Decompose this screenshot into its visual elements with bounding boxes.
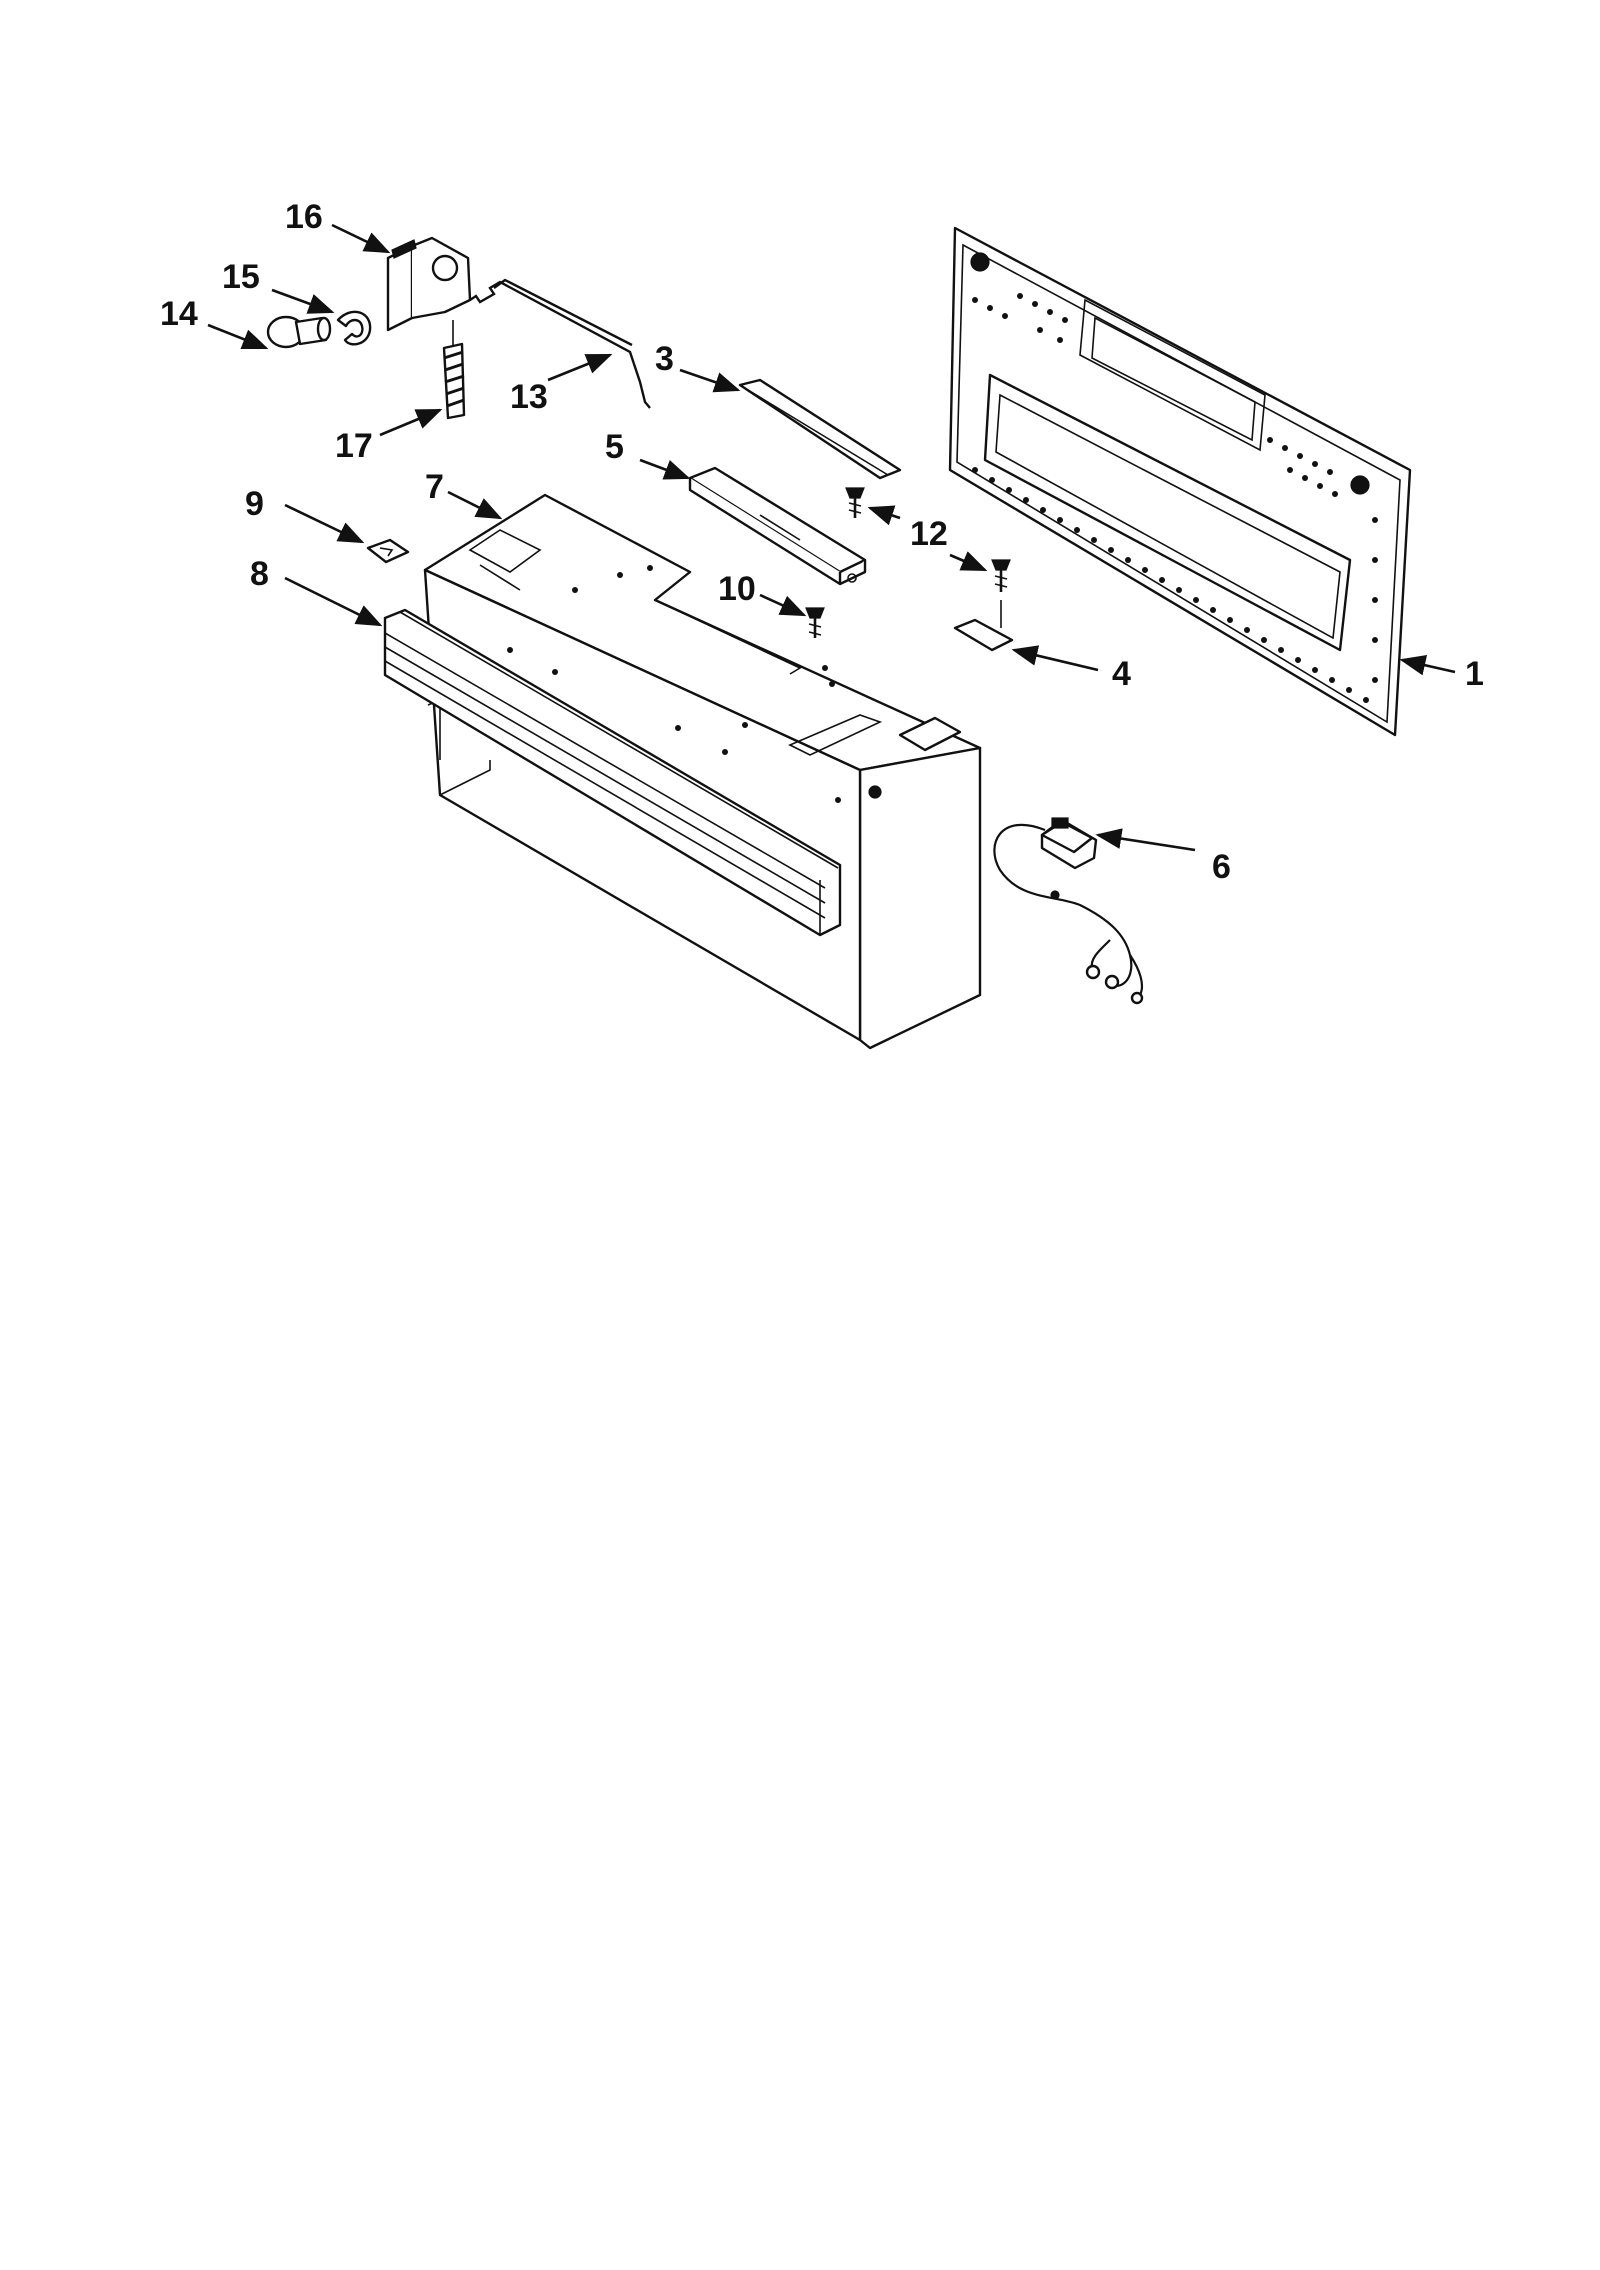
- callout-6: 6: [1212, 848, 1231, 886]
- leader-17: [379, 408, 443, 437]
- callout-5: 5: [605, 428, 624, 466]
- part-14-pin: [266, 315, 332, 349]
- leader-12b: [949, 551, 988, 572]
- part-5-channel-bracket: [688, 466, 867, 586]
- leader-arrows: [207, 223, 1456, 852]
- callout-1: 1: [1465, 655, 1484, 693]
- part-17-spring: [442, 320, 466, 420]
- leader-9: [284, 503, 365, 544]
- callout-8: 8: [250, 555, 269, 593]
- callout-3: 3: [655, 340, 674, 378]
- leader-8: [284, 576, 383, 627]
- part-1-back-panel: [948, 226, 1412, 737]
- leader-3: [679, 368, 741, 393]
- callout-labels: 16 15 14 17 13 3 5 12 9 7 8 10 4 1 6: [160, 198, 1484, 886]
- leader-13: [547, 353, 613, 382]
- leader-16: [331, 223, 391, 254]
- leader-10: [759, 593, 807, 617]
- part-15-e-clip: [336, 310, 372, 346]
- callout-15: 15: [222, 258, 260, 296]
- part-7-housing: [423, 493, 982, 1050]
- part-13-rod: [469, 278, 651, 409]
- part-16-hinge-bracket: [386, 236, 472, 332]
- leader-15: [271, 288, 335, 314]
- part-10-screw: [805, 607, 825, 638]
- callout-12: 12: [910, 515, 948, 553]
- callout-14: 14: [160, 295, 198, 333]
- callout-9: 9: [245, 485, 264, 523]
- part-3-strip: [738, 378, 902, 480]
- leader-4: [1011, 645, 1099, 672]
- part-8-grille: [383, 608, 842, 937]
- part-9-clip: [366, 538, 410, 564]
- part-12-screw-b: [991, 559, 1011, 592]
- part-6-switch-harness: [993, 817, 1144, 1005]
- part-4-plate: [953, 600, 1014, 652]
- callout-4: 4: [1112, 655, 1131, 693]
- callout-7: 7: [425, 468, 444, 506]
- leader-1: [1399, 655, 1456, 676]
- leader-14: [207, 323, 269, 350]
- leader-7: [447, 490, 503, 520]
- callout-13: 13: [510, 378, 548, 416]
- part-12-screw-a: [845, 487, 865, 518]
- callout-10: 10: [718, 570, 756, 608]
- callout-16: 16: [285, 198, 323, 236]
- callout-17: 17: [335, 427, 373, 465]
- leader-12a: [867, 505, 901, 526]
- leader-6: [1095, 828, 1196, 852]
- leader-5: [639, 458, 691, 480]
